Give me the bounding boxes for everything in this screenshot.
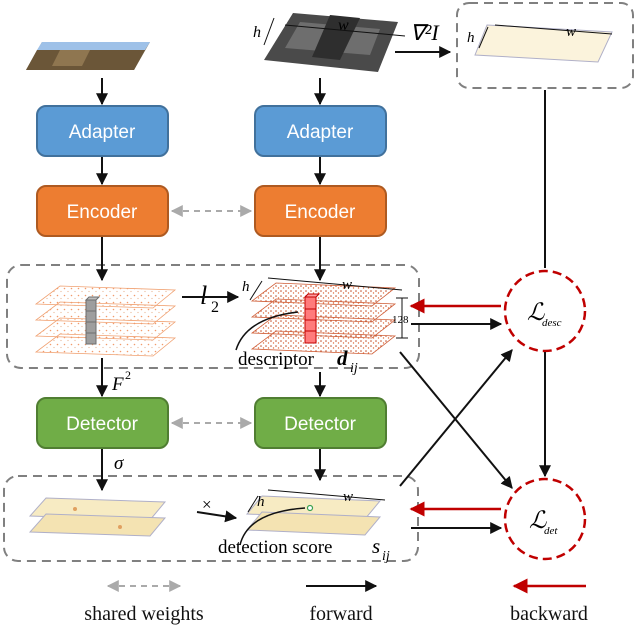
w-dimension-line-desc [267,277,403,291]
score-pointer [239,507,306,546]
descriptor-label: descriptor d ij [238,346,358,376]
h-label-score: h [257,494,265,510]
encoder-label-right: Encoder [285,202,356,223]
score-map-right [245,495,382,536]
loss-connections [399,90,551,534]
feature-map-right [250,282,397,355]
backward-arrows [409,298,501,517]
descriptor-text: descriptor [238,349,315,370]
h-dimension-line-desc [249,280,263,301]
w-dimension-line-score [267,489,386,501]
loss-desc-node: ℒ desc [503,269,587,353]
descriptor-sub: ij [350,361,358,376]
f2-superscript: 2 [125,368,131,382]
loss-det-node: ℒ det [503,477,587,561]
w-label-desc: w [342,277,352,293]
color-input-image [26,42,150,70]
detector-label-left: Detector [66,414,138,435]
l2-label: l [200,281,207,310]
multiply-label: × [202,495,212,514]
h-label-top: h [253,24,261,41]
legend-backward-label: backward [510,603,588,625]
h-dimension-line-output [478,26,489,49]
legend-forward-label: forward [309,603,372,625]
channels-label: 128 [392,314,409,326]
f2-label: F [111,374,124,395]
detection-text: detection score [218,537,332,558]
descriptor-pointer [235,311,299,351]
w-label-top: w [338,17,349,34]
output-frame [456,2,634,89]
h-label-output: h [467,30,475,46]
w-label-output: w [566,24,576,40]
descriptor-frame [6,264,420,369]
score-map-left [28,497,167,537]
encoder-box-left: Encoder [36,185,169,237]
loss-desc-subscript: desc [542,317,562,329]
legend-shared-label: shared weights [84,603,204,625]
h-dimension-line [263,17,275,46]
descriptor-column-red [303,293,321,344]
adapter-box-left: Adapter [36,105,169,157]
adapter-label-right: Adapter [287,122,354,143]
score-frame [3,475,419,562]
loss-desc-symbol: ℒ [527,300,545,326]
output-heatmap [474,24,613,63]
detector-label-right: Detector [284,414,356,435]
laplacian-label: ∇²I [410,20,440,45]
descriptor-var: d [337,346,348,370]
h-label-desc: h [242,279,250,295]
gray-input-image [264,13,398,72]
legend: shared weights forward backward [84,578,588,625]
detection-sub: ij [382,549,390,564]
encoder-box-right: Encoder [254,185,387,237]
adapter-label-left: Adapter [69,122,136,143]
w-dimension-line-output [494,24,613,35]
encoder-label-left: Encoder [67,202,138,223]
sigma-label: σ [114,453,124,474]
forward-arrows-vertical [96,46,452,492]
w-label-score: w [343,489,353,505]
w-dimension-line [284,24,406,37]
detector-box-left: Detector [36,397,169,449]
loss-det-subscript: det [544,525,558,537]
multiply-arrow [196,510,238,523]
loss-det-symbol: ℒ [529,508,547,534]
adapter-box-right: Adapter [254,105,387,157]
detection-var: s [372,534,380,558]
feature-map-left [34,285,177,357]
detection-score-label: detection score s ij [218,534,390,564]
h-dimension-line-score [247,495,259,513]
l2-subscript: 2 [211,299,219,316]
descriptor-column-grey [84,296,101,345]
detector-box-right: Detector [254,397,387,449]
